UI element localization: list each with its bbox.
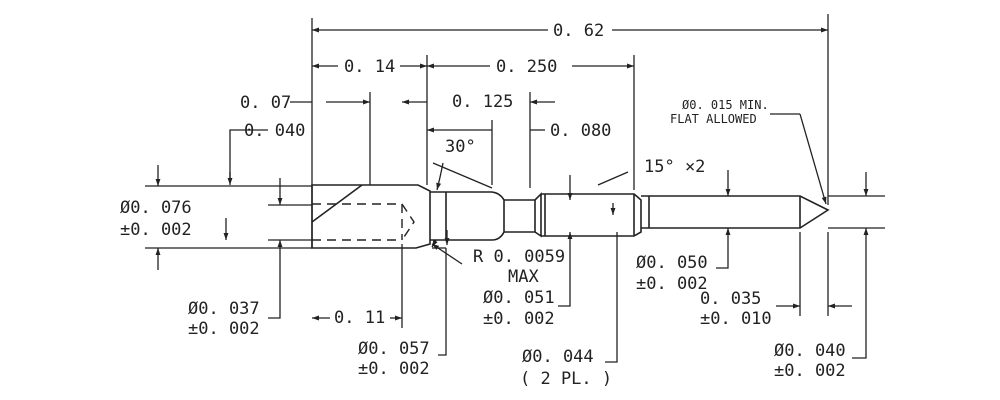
dia-0051-tol: ±0. 002	[483, 309, 555, 329]
tip-note-line2: FLAT ALLOWED	[670, 112, 757, 126]
dim-0035-label: 0. 035	[700, 289, 761, 309]
dia-0044-qty: ( 2 PL. )	[520, 369, 612, 389]
dia-0040-tol: ±0. 002	[774, 361, 846, 381]
dim-0035-tol: ±0. 010	[700, 309, 772, 329]
angle-15-label: 15° ×2	[644, 157, 705, 177]
dim-0250-label: 0. 250	[496, 57, 557, 77]
dia-0040-label: Ø0. 040	[774, 341, 846, 361]
dia-0037-tol: ±0. 002	[188, 319, 260, 339]
dimension-lines	[145, 14, 885, 363]
dia-0076-tol: ±0. 002	[120, 220, 192, 240]
dia-0037-label: Ø0. 037	[188, 299, 260, 319]
radius-max-label: MAX	[508, 267, 539, 287]
dim-007-label: 0. 07	[240, 93, 291, 113]
dimension-labels: 0. 62 0. 14 0. 250 0. 07 0. 125 0. 040 0…	[120, 21, 846, 389]
overall-length-label: 0. 62	[553, 21, 604, 41]
dia-0057-label: Ø0. 057	[358, 339, 430, 359]
dia-0050-tol: ±0. 002	[636, 274, 708, 294]
dim-014-label: 0. 14	[344, 57, 395, 77]
radius-label: R 0. 0059	[473, 247, 565, 267]
pin-outline	[311, 184, 830, 249]
dia-0044-label: Ø0. 044	[522, 347, 594, 367]
dia-0057-tol: ±0. 002	[358, 359, 430, 379]
dim-0125-label: 0. 125	[452, 92, 513, 112]
tip-note-line1: Ø0. 015 MIN.	[682, 98, 769, 112]
dia-0076-label: Ø0. 076	[120, 198, 192, 218]
dim-0040-label: 0. 040	[244, 121, 305, 141]
dia-0051-label: Ø0. 051	[483, 288, 555, 308]
dim-0080-label: 0. 080	[550, 121, 611, 141]
dim-011-label: 0. 11	[334, 308, 385, 328]
angle-30-label: 30°	[445, 137, 476, 157]
dia-0050-label: Ø0. 050	[636, 253, 708, 273]
